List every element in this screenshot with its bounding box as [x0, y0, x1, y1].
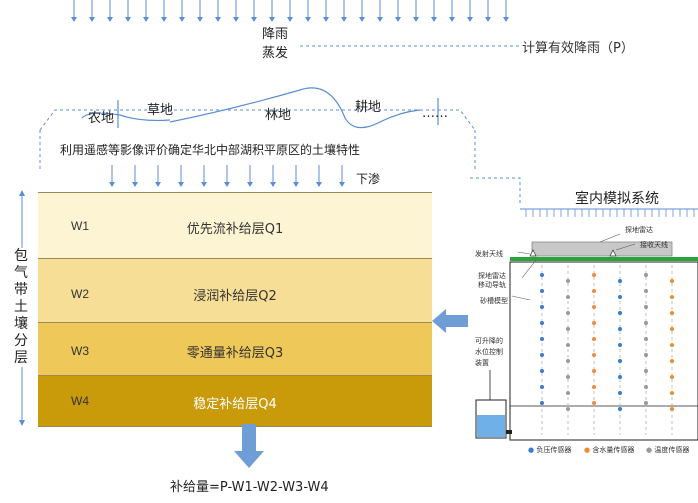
- sim-tank-diagram: [475, 233, 698, 441]
- sensor-dot: [592, 401, 596, 405]
- sensor-dot: [618, 311, 622, 315]
- sensor-dot: [644, 289, 648, 293]
- sensor-dot: [670, 375, 674, 379]
- soil-layer-w2: W2 浸润补给层Q2: [38, 258, 432, 323]
- remote-sensing-note: 利用遥感等影像评价确定华北中部湖积平原区的土壤特性: [60, 143, 361, 157]
- radar-rail-label: 探地雷达: [625, 226, 653, 234]
- sensor-legend: ● 负压传感器 ● 含水量传感器 ● 温度传感器: [528, 445, 698, 455]
- sensor-dot: [592, 321, 596, 325]
- sensor-dot: [670, 327, 674, 331]
- sensor-dot: [566, 375, 570, 379]
- effective-rain-connector: [300, 45, 520, 47]
- recv-antenna-label: 接收天线: [640, 241, 668, 249]
- legend-moisture: ● 含水量传感器: [584, 446, 635, 454]
- layer-w2-id: W2: [71, 287, 89, 301]
- sensor-dot: [540, 369, 544, 373]
- recharge-down-arrow: [234, 424, 264, 468]
- sensor-dot: [618, 359, 622, 363]
- sensor-dot: [566, 295, 570, 299]
- soil-layer-w4: W4 稳定补给层Q4: [38, 375, 432, 427]
- land-use-grassland: 草地: [147, 103, 174, 118]
- sensor-dot: [644, 353, 648, 357]
- sensor-dot: [644, 385, 648, 389]
- radar-slide-label: 探地雷达 移动导轨: [478, 272, 506, 289]
- sensor-dot: [618, 407, 622, 411]
- sensor-dot: [592, 353, 596, 357]
- sensor-dot: [540, 401, 544, 405]
- infiltration-label: 下渗: [356, 172, 381, 186]
- sensor-dot: [644, 369, 648, 373]
- rain-evaporation-label: 降雨 蒸发: [262, 27, 289, 61]
- sensor-dot: [618, 327, 622, 331]
- sensor-dot: [670, 391, 674, 395]
- sensor-dot: [540, 305, 544, 309]
- sensor-dot: [540, 385, 544, 389]
- sand-model-label: 砂槽模型: [480, 297, 508, 305]
- layer-w4-id: W4: [71, 394, 89, 408]
- sensor-dot: [592, 369, 596, 373]
- sensor-dot: [592, 305, 596, 309]
- water-control-label: 可升降的 水位控制 装置: [475, 337, 503, 367]
- sensor-dot: [566, 391, 570, 395]
- layer-w1-id: W1: [71, 219, 89, 233]
- sensor-dot: [540, 289, 544, 293]
- sim-top-arrows: [520, 208, 698, 217]
- recharge-formula: 补给量=P-W1-W2-W3-W4: [170, 480, 329, 495]
- sim-to-layers-arrow: [432, 309, 468, 333]
- sensor-dot: [618, 279, 622, 283]
- legend-suction: ● 负压传感器: [528, 446, 572, 454]
- sensor-dot: [618, 343, 622, 347]
- soil-layer-w1: W1 优先流补给层Q1: [38, 192, 432, 259]
- sensor-dot: [592, 273, 596, 277]
- layer-w3-name: 零通量补给层Q3: [186, 346, 284, 361]
- infiltration-arrows: [109, 165, 345, 187]
- sensor-dot: [566, 327, 570, 331]
- sensor-dot: [566, 359, 570, 363]
- land-use-farmland: 农地: [88, 111, 115, 126]
- sensor-dot: [670, 295, 674, 299]
- vadose-side-label: 包气带土壤分层: [12, 248, 30, 367]
- sensor-dot: [670, 311, 674, 315]
- land-use-forest: 林地: [265, 108, 292, 123]
- layer-w3-id: W3: [71, 344, 89, 358]
- layer-w4-name: 稳定补给层Q4: [193, 397, 277, 412]
- sensor-dot: [566, 343, 570, 347]
- land-use-landscape: [39, 87, 476, 170]
- sensor-dot: [540, 337, 544, 341]
- sensor-dot: [540, 321, 544, 325]
- sim-title: 室内模拟系统: [575, 191, 659, 207]
- sensor-dot: [670, 407, 674, 411]
- sim-connector: [470, 177, 521, 204]
- sensor-dot: [618, 295, 622, 299]
- legend-temperature: ● 温度传感器: [646, 446, 690, 454]
- sensor-dot: [670, 359, 674, 363]
- emit-antenna-label: 发射天线: [475, 250, 503, 258]
- sensor-dot: [618, 375, 622, 379]
- sensor-dot: [566, 311, 570, 315]
- sensor-dot: [644, 321, 648, 325]
- sensor-dot: [644, 401, 648, 405]
- sensor-dot: [644, 337, 648, 341]
- sensor-dot: [618, 391, 622, 395]
- land-use-cropland: 耕地: [355, 100, 382, 115]
- sensor-dot: [540, 353, 544, 357]
- sensor-dot: [644, 273, 648, 277]
- sensor-dot: [540, 273, 544, 277]
- layer-w1-name: 优先流补给层Q1: [186, 222, 284, 237]
- sensor-dot: [592, 289, 596, 293]
- rain-arrows: [71, 0, 509, 22]
- layer-w2-name: 浸润补给层Q2: [193, 289, 277, 304]
- land-use-more: ……: [422, 106, 448, 121]
- sensor-dot: [566, 279, 570, 283]
- sensor-dot: [644, 305, 648, 309]
- effective-rain-label: 计算有效降雨（P）: [522, 41, 634, 56]
- sensor-dots: [540, 273, 674, 411]
- sensor-dot: [566, 407, 570, 411]
- sensor-dot: [592, 337, 596, 341]
- sensor-dot: [670, 343, 674, 347]
- soil-layer-w3: W3 零通量补给层Q3: [38, 322, 432, 376]
- sensor-dot: [670, 279, 674, 283]
- sensor-dot: [592, 385, 596, 389]
